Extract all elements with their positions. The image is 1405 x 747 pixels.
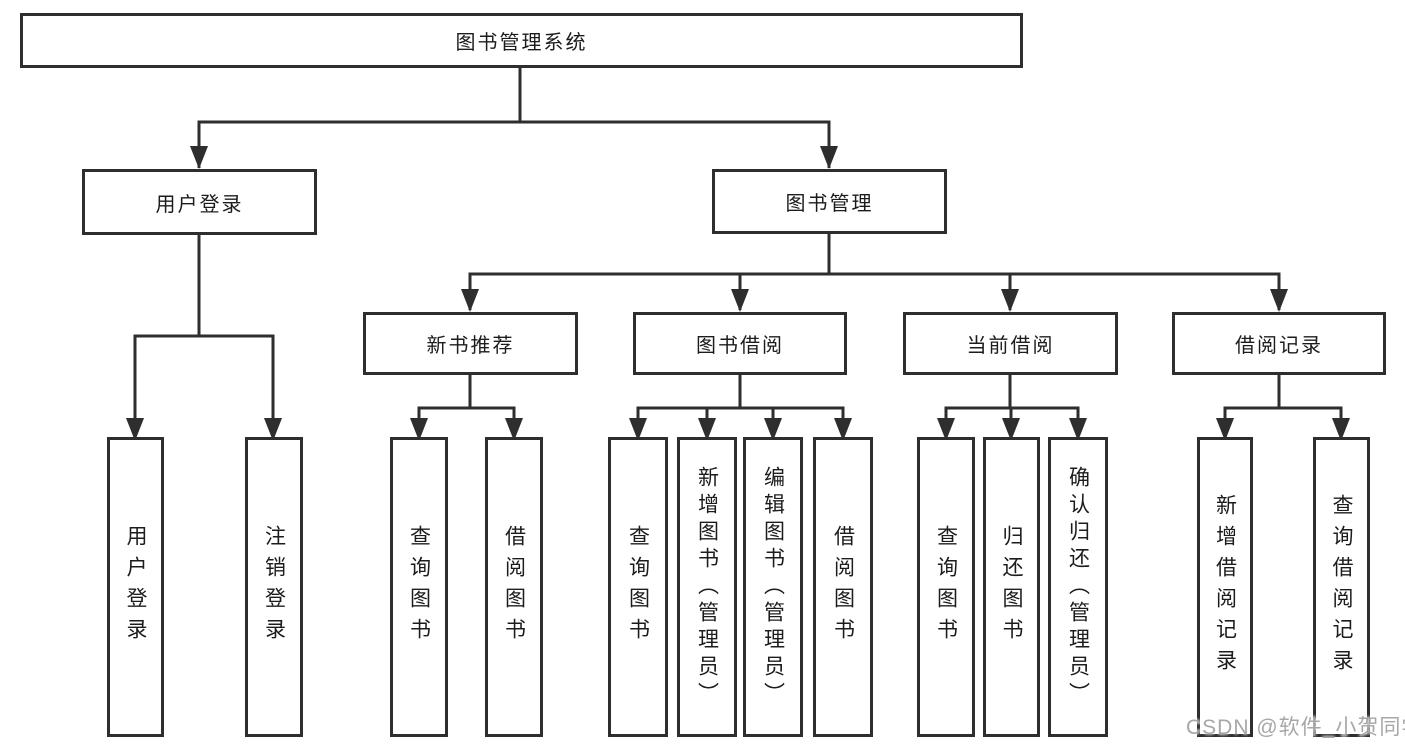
leaf-query-borrow-record-label: 查询借阅记录 bbox=[1330, 494, 1353, 680]
leaf-confirm-return-admin-label: 确认归还（管理员） bbox=[1066, 465, 1090, 709]
leaf-add-borrow-record-label: 新增借阅记录 bbox=[1213, 494, 1237, 680]
node-user-login-label: 用户登录 bbox=[155, 193, 244, 216]
node-root-label: 图书管理系统 bbox=[455, 32, 588, 54]
leaf-query-books-borrowing: 查询图书 bbox=[608, 437, 668, 737]
leaf-query-books-recommend: 查询图书 bbox=[390, 437, 448, 737]
leaf-query-borrow-record: 查询借阅记录 bbox=[1313, 437, 1370, 737]
node-current-borrowing-label: 当前借阅 bbox=[966, 335, 1055, 357]
leaf-query-books-current-label: 查询图书 bbox=[934, 525, 958, 649]
leaf-query-books-borrowing-label: 查询图书 bbox=[626, 525, 650, 649]
node-current-borrowing: 当前借阅 bbox=[903, 312, 1118, 375]
node-borrow-records-label: 借阅记录 bbox=[1235, 335, 1323, 357]
node-new-book-recommend: 新书推荐 bbox=[363, 312, 578, 375]
node-user-login: 用户登录 bbox=[82, 169, 317, 235]
leaf-borrow-books-recommend: 借阅图书 bbox=[485, 437, 543, 737]
leaf-user-login: 用户登录 bbox=[107, 437, 164, 737]
leaf-borrow-books: 借阅图书 bbox=[813, 437, 873, 737]
node-book-borrowing-label: 图书借阅 bbox=[696, 335, 784, 357]
leaf-query-books-current: 查询图书 bbox=[917, 437, 975, 737]
connector-lines bbox=[133, 68, 1343, 436]
leaf-borrow-books-recommend-label: 借阅图书 bbox=[502, 525, 526, 649]
leaf-edit-book-admin-label: 编辑图书（管理员） bbox=[761, 465, 785, 709]
watermark: CSDN @软件_小贺同学 bbox=[1186, 716, 1405, 739]
leaf-logout: 注销登录 bbox=[245, 437, 303, 737]
leaf-user-login-label: 用户登录 bbox=[124, 525, 147, 649]
leaf-logout-label: 注销登录 bbox=[262, 525, 286, 649]
node-root: 图书管理系统 bbox=[20, 13, 1023, 68]
node-book-borrowing: 图书借阅 bbox=[633, 312, 847, 375]
node-book-management-label: 图书管理 bbox=[785, 193, 874, 215]
leaf-add-borrow-record: 新增借阅记录 bbox=[1197, 437, 1253, 737]
leaf-add-book-admin-label: 新增图书（管理员） bbox=[695, 465, 719, 709]
leaf-confirm-return-admin: 确认归还（管理员） bbox=[1048, 437, 1108, 737]
leaf-add-book-admin: 新增图书（管理员） bbox=[677, 437, 737, 737]
leaf-borrow-books-label: 借阅图书 bbox=[831, 525, 855, 649]
leaf-edit-book-admin: 编辑图书（管理员） bbox=[743, 437, 803, 737]
node-new-book-recommend-label: 新书推荐 bbox=[426, 335, 515, 357]
node-book-management: 图书管理 bbox=[712, 169, 947, 234]
leaf-return-book-label: 归还图书 bbox=[1000, 525, 1023, 649]
leaf-query-books-recommend-label: 查询图书 bbox=[407, 525, 431, 649]
node-borrow-records: 借阅记录 bbox=[1172, 312, 1386, 375]
leaf-return-book: 归还图书 bbox=[983, 437, 1040, 737]
